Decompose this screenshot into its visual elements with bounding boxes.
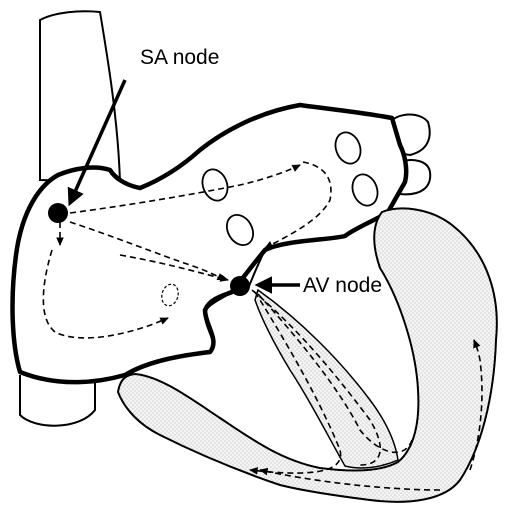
sa-node-dot [48,203,68,223]
av-node-dot [230,276,250,296]
av-node-label: AV node [303,274,382,297]
sa-node-label: SA node [140,46,219,69]
superior-vena-cava [40,11,120,182]
interventricular-septum [255,290,398,468]
